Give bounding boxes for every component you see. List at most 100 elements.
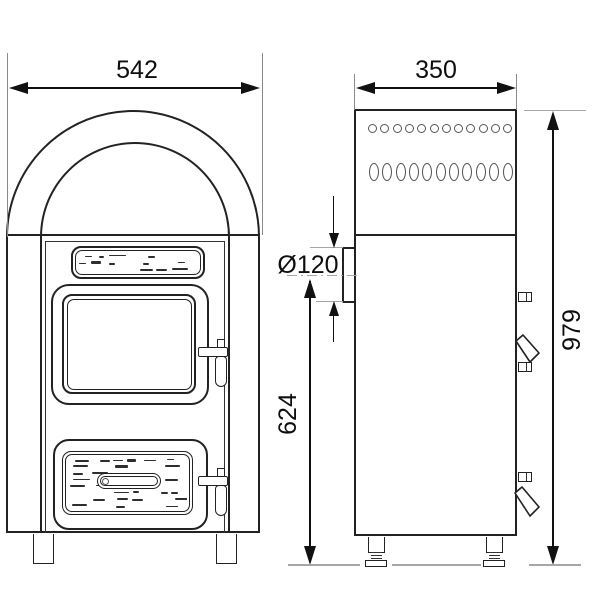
air-slot-knob	[102, 477, 109, 485]
arrowhead-542-right	[241, 81, 260, 94]
ext-line-350-right	[516, 74, 517, 110]
hatch-dash	[73, 478, 90, 481]
ext-line-542-right	[262, 53, 263, 235]
hatch-dash	[116, 505, 125, 508]
ground-line-segment-3	[529, 564, 581, 566]
ash-door-handle-knob	[215, 485, 227, 516]
ash-door-handle-bar	[198, 476, 228, 486]
arrowhead-350-left	[356, 81, 375, 94]
front-panel-top-line	[46, 241, 225, 242]
front-panel-inner-line-right	[224, 241, 225, 533]
hatch-dash	[108, 262, 116, 266]
vent-hole-circle	[503, 124, 513, 133]
vent-hole-circle	[380, 124, 390, 133]
latch-tab-lower	[518, 472, 532, 482]
hatch-dash	[165, 479, 179, 481]
flue-arrowhead-down	[328, 233, 339, 248]
hatch-dash	[109, 254, 127, 257]
dim-line-624	[309, 281, 311, 553]
fire-door-handle-bar	[198, 347, 228, 357]
vent-hole-circle	[454, 124, 464, 133]
ext-line-979-top	[524, 110, 586, 111]
vent-hole-oval	[422, 163, 433, 181]
hatch-dash	[116, 498, 129, 500]
front-arch-spring-line	[6, 234, 260, 236]
hatch-dash	[72, 504, 87, 506]
hatch-dash	[84, 255, 92, 258]
hatch-dash	[100, 459, 111, 463]
hatch-dash	[69, 485, 86, 487]
hatch-dash	[171, 491, 178, 495]
ground-line-segment-1	[288, 564, 360, 566]
fire-door-handle-knob	[215, 356, 227, 387]
ext-line-542-left	[7, 53, 8, 237]
hatch-dash	[73, 473, 83, 475]
hatch-dash	[126, 459, 136, 462]
flue-dim-line-top	[333, 196, 335, 234]
vent-hole-oval	[395, 163, 406, 181]
hatch-dash	[132, 491, 140, 493]
hatch-dash	[142, 262, 150, 266]
hatch-dash	[113, 459, 123, 462]
hatch-dash	[74, 460, 90, 463]
arrowhead-624-bottom	[303, 546, 316, 565]
fire-door-glass	[62, 294, 196, 394]
latch-tab-middle	[518, 362, 532, 372]
vent-hole-oval	[409, 163, 420, 181]
side-foot-front-screw	[371, 552, 382, 561]
vent-hole-circle	[491, 124, 500, 133]
hatch-dash	[79, 262, 86, 265]
vent-hole-oval	[475, 163, 486, 181]
dim-line-542	[26, 87, 244, 89]
hatch-dash	[139, 268, 154, 271]
hatch-dash	[166, 505, 179, 508]
hatch-dash	[91, 471, 108, 474]
top-vent-hatch-texture	[78, 253, 198, 272]
ash-door-air-slot	[97, 473, 161, 489]
hatch-dash	[147, 256, 155, 258]
vent-hole-oval	[489, 163, 500, 181]
side-foot-rear-screw	[489, 552, 500, 561]
ext-line-350-left	[354, 74, 355, 110]
flue-centerline	[287, 275, 359, 277]
vent-hole-circle	[392, 124, 402, 133]
dim-label-height: 979	[558, 309, 586, 351]
hatch-dash	[99, 255, 105, 259]
flue-dim-line-bottom	[333, 315, 335, 342]
dim-label-depth: 350	[415, 56, 457, 84]
vent-hole-oval	[449, 163, 460, 181]
ground-line-segment-2	[392, 564, 481, 566]
ext-line-flue-top	[310, 247, 343, 248]
hatch-dash	[178, 261, 185, 264]
hatch-dash	[73, 465, 88, 467]
vent-hole-oval	[369, 163, 379, 181]
vent-hole-oval	[382, 163, 393, 181]
vent-hole-circle	[368, 124, 377, 133]
arrowhead-350-right	[497, 81, 516, 94]
flue-arrowhead-up	[328, 301, 339, 316]
hatch-dash	[160, 491, 168, 494]
hatch-dash	[131, 499, 143, 501]
vent-hole-circle	[478, 124, 488, 133]
front-body-panel	[40, 236, 230, 533]
vent-hole-oval	[435, 163, 446, 181]
side-foot-rear-pad	[483, 560, 505, 567]
arrowhead-979-top	[546, 111, 559, 130]
hatch-dash	[175, 498, 187, 501]
front-leg-left	[33, 534, 54, 564]
fire-door-handle-side	[515, 334, 540, 363]
arrowhead-542-left	[9, 81, 28, 94]
hatch-dash	[91, 261, 101, 264]
vent-hole-circle	[441, 124, 451, 133]
dim-label-flue-axis-height: 624	[274, 393, 302, 435]
arrowhead-979-bottom	[546, 546, 559, 565]
vent-hole-oval	[462, 163, 473, 181]
arrowhead-624-top	[303, 279, 316, 298]
dim-line-979	[552, 115, 554, 552]
hatch-dash	[165, 465, 181, 468]
vent-hole-circle	[404, 124, 414, 133]
side-body	[354, 109, 517, 536]
vent-hole-oval	[502, 163, 513, 181]
